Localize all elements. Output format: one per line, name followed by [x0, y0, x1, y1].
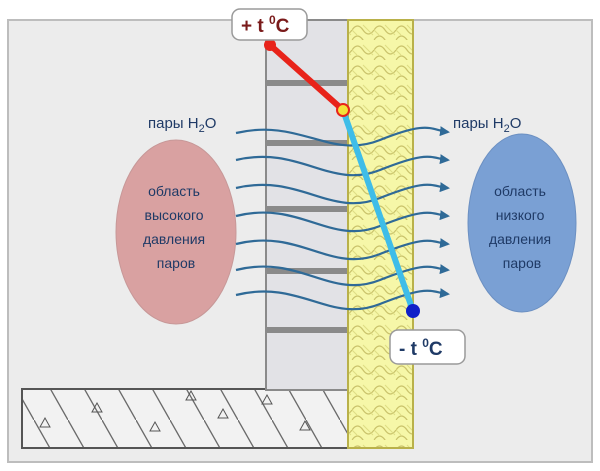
left-vapor-label: пары H2O — [148, 115, 216, 135]
low-pressure-label: область низкого давления паров — [489, 183, 555, 271]
insulation-layer — [347, 19, 414, 449]
hot-temperature-line — [267, 42, 346, 113]
low-pressure-region — [467, 133, 577, 313]
right-vapor-label: пары H2O — [453, 115, 521, 135]
interface-point — [336, 103, 350, 117]
high-pressure-label: область высокого давления паров — [143, 183, 209, 271]
cold-point — [406, 304, 420, 318]
vapor-arrow — [235, 288, 450, 311]
svg-text:+ t 0C: + t 0C — [241, 13, 290, 37]
foundation-aggregate — [39, 389, 311, 432]
cold-temperature-line — [340, 107, 416, 314]
svg-text:- t 0C: - t 0C — [399, 336, 443, 360]
vapor-arrow — [235, 264, 450, 287]
high-pressure-region — [115, 139, 237, 325]
cold-temperature-label: - t 0C — [389, 329, 466, 365]
hot-point — [264, 39, 276, 51]
foundation-slab — [21, 388, 349, 449]
vapor-arrow — [235, 210, 450, 233]
vapor-arrow — [235, 182, 450, 205]
vapor-arrow — [235, 238, 450, 261]
vapor-arrow — [235, 126, 450, 147]
hot-temperature-label: + t 0C — [231, 8, 308, 41]
vapor-flow-arrows — [235, 126, 450, 311]
